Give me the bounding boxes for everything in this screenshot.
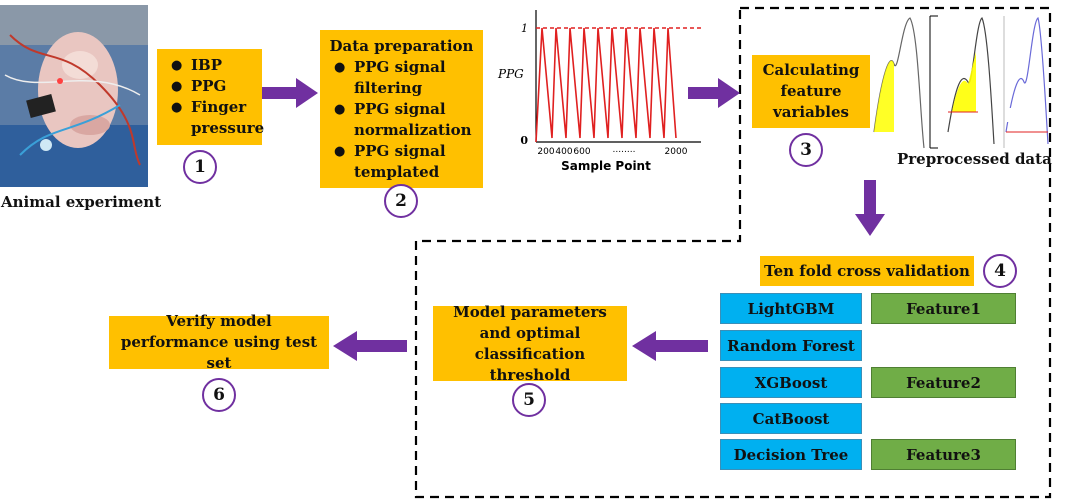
arrow-right-icon (262, 78, 318, 108)
animal-photo (0, 5, 148, 187)
verify-model-box: Verify model performance using test set (109, 312, 329, 372)
prep-item-filtering: PPG signal filtering (334, 57, 483, 99)
ppg-y-bottom: 0 (520, 134, 528, 147)
feature-1: Feature1 (871, 293, 1016, 324)
step-number-1: 1 (183, 150, 217, 184)
signal-item-finger-pressure: Finger pressure (171, 97, 264, 139)
prep-item-templated: PPG signal templated (334, 141, 483, 183)
calculating-features-box: Calculating feature variables (752, 55, 870, 128)
preprocessed-data-caption: Preprocessed data (897, 150, 1052, 168)
ppg-tick-2000: 2000 (665, 147, 688, 157)
model-lightgbm: LightGBM (720, 293, 862, 324)
model-random-forest: Random Forest (720, 330, 862, 361)
prep-item-normalization: PPG signal normalization (334, 99, 483, 141)
ppg-ylabel: PPG (497, 67, 524, 81)
ten-fold-cv-box: Ten fold cross validation (760, 256, 974, 286)
model-decision-tree: Decision Tree (720, 439, 862, 470)
step-number-3: 3 (789, 133, 823, 167)
feature-3: Feature3 (871, 439, 1016, 470)
signal-item-ppg: PPG (171, 76, 264, 97)
ppg-signal-trace (535, 27, 677, 143)
step-number-4: 4 (983, 254, 1017, 288)
model-parameters-box: Model parameters and optimal classificat… (433, 303, 627, 384)
ppg-signal-plot: 1 0 PPG 200 400 600 ........ 2000 Sample… (497, 10, 701, 173)
preprocessed-waveforms (873, 15, 1049, 149)
ppg-tick-200: 200 (537, 147, 554, 157)
ppg-tick-400: 400 (555, 147, 572, 157)
step-number-5: 5 (512, 383, 546, 417)
step-number-6: 6 (202, 378, 236, 412)
signal-item-ibp: IBP (171, 55, 264, 76)
feature-2: Feature2 (871, 367, 1016, 398)
data-preparation-box: Data preparation PPG signal filtering PP… (320, 30, 483, 188)
signals-box: IBP PPG Finger pressure (157, 49, 264, 145)
ppg-tick-dots: ........ (613, 145, 636, 155)
data-preparation-title: Data preparation (329, 36, 474, 55)
arrow-right-icon (688, 78, 740, 108)
ppg-y-top: 1 (521, 22, 528, 35)
ppg-xlabel: Sample Point (561, 159, 651, 173)
ppg-tick-600: 600 (573, 147, 590, 157)
arrow-left-icon (333, 331, 407, 361)
arrow-down-icon (855, 180, 885, 236)
animal-experiment-caption: Animal experiment (1, 193, 162, 211)
model-catboost: CatBoost (720, 403, 862, 434)
model-xgboost: XGBoost (720, 367, 862, 398)
step-number-2: 2 (384, 184, 418, 218)
arrow-left-icon (632, 331, 708, 361)
